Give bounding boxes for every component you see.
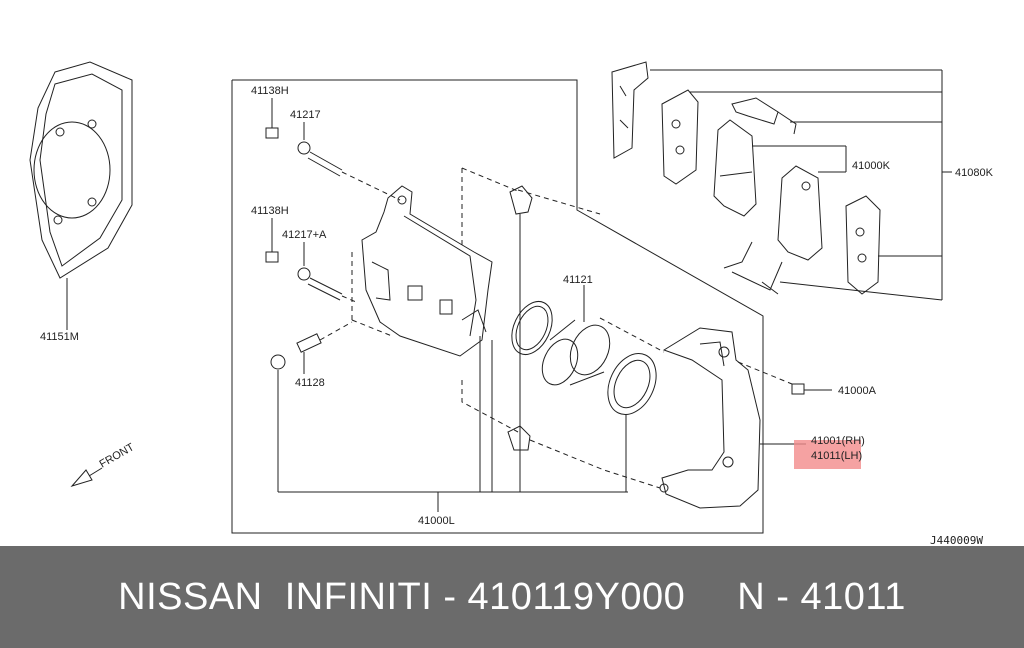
label-41138H-lower: 41138H <box>251 205 289 217</box>
shim-inner-2 <box>845 195 942 295</box>
piston <box>541 285 611 386</box>
oem-part-number: N - 41011 <box>737 575 906 618</box>
label-41138H-upper: 41138H <box>251 85 289 97</box>
assembly-frame <box>231 79 764 534</box>
label-41217: 41217 <box>290 109 321 121</box>
bolt-41217 <box>297 122 401 201</box>
pad-clip-upper <box>731 97 942 135</box>
caliper-body <box>361 185 493 357</box>
bolt-41000A <box>737 361 832 395</box>
label-41000A: 41000A <box>838 385 877 397</box>
part-number-banner: NISSAN INFINITI - 410119Y000 N - 41011 <box>0 546 1024 648</box>
label-41121: 41121 <box>563 274 593 286</box>
label-41128: 41128 <box>295 377 325 389</box>
front-label: FRONT <box>98 441 137 470</box>
brand-part-number: NISSAN INFINITI - 410119Y000 <box>118 575 686 618</box>
bleeder-41128 <box>296 321 353 374</box>
bolt-41138H-upper <box>265 98 279 139</box>
pad-clip-lower <box>723 241 943 301</box>
highlight-41011 <box>794 440 861 469</box>
diagram-code: J440009W <box>930 534 983 546</box>
explode-lines <box>351 167 665 489</box>
label-41080K: 41080K <box>955 167 994 179</box>
label-41011-lh: 41011(LH) <box>811 450 862 462</box>
pin-boot-lower <box>507 425 531 451</box>
shim-inner <box>661 89 942 185</box>
brake-pad-outer <box>713 119 846 217</box>
piston-seal <box>479 301 553 492</box>
brake-caliper-exploded-diagram: 41151M 41138H 41217 41138H 41217+A 41128… <box>29 61 994 546</box>
label-41001-rh: 41001(RH) <box>811 435 865 447</box>
bleeder-cap <box>270 354 628 493</box>
dust-shield <box>29 61 133 330</box>
brake-pad-inner <box>777 146 847 261</box>
label-41000L: 41000L <box>418 515 455 527</box>
bolt-41217A <box>297 242 357 303</box>
torque-member <box>659 327 806 509</box>
front-arrow-icon <box>70 467 103 487</box>
piston-boot <box>607 353 657 492</box>
shim-outer <box>611 61 942 159</box>
label-41151M: 41151M <box>40 331 79 343</box>
label-41000K: 41000K <box>852 160 891 172</box>
label-41217A: 41217+A <box>282 229 327 241</box>
bolt-41138H-lower <box>265 218 279 263</box>
